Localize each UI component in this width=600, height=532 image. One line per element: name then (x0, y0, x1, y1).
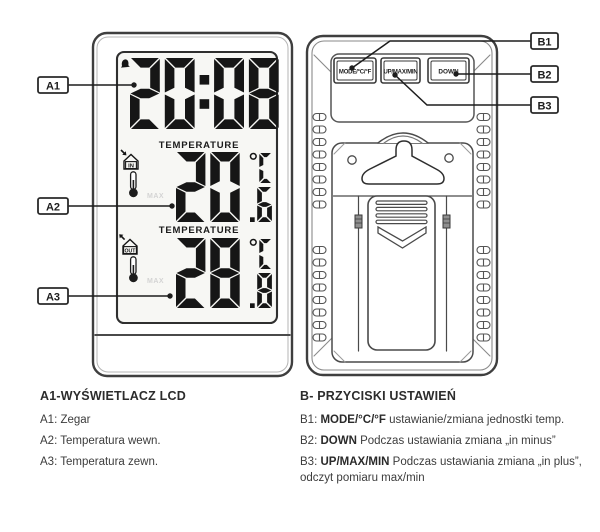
outdoor-temp-display (176, 238, 240, 308)
max-indicator-1: MAX (147, 193, 164, 200)
screw-hole-right (444, 153, 454, 163)
callout-b1: B1 (349, 32, 559, 71)
legend-item-a3: A3: Temperatura zewn. (40, 456, 159, 469)
outdoor-temp-unit (249, 238, 271, 269)
callout-a3: A3 (37, 287, 173, 305)
callout-b2-label: B2 (537, 70, 551, 82)
vent-slots (312, 112, 491, 342)
cover-latches (354, 214, 451, 229)
hanger-hole (361, 140, 445, 185)
screw-hole-left (347, 155, 357, 165)
legend-item-b1: B1: MODE/°C/°F ustawianie/zmiana jednost… (300, 414, 565, 426)
legend-item-b2: B2: DOWN Podczas ustawiania zmiana „in m… (300, 435, 556, 448)
in-icon: IN (120, 149, 139, 170)
clock-display (130, 58, 279, 129)
legend-lcd-heading: A1-WYŚWIETLACZ LCD (40, 389, 186, 403)
mode-button-label: MODE/°C/°F (339, 70, 372, 76)
callout-a1-label: A1 (46, 81, 60, 93)
callout-b1-label: B1 (537, 37, 551, 49)
legend-buttons-section: B- PRZYCISKI USTAWIEŃ B1: MODE/°C/°F ust… (300, 389, 591, 492)
thermometer-icon-1 (129, 171, 138, 198)
max-indicator-2: MAX (147, 278, 164, 285)
back-device: MODE/°C/°F UP/MAX/MIN DOWN (305, 34, 499, 377)
temperature-label-1: TEMPERATURE (159, 140, 239, 151)
legend-lcd-section: A1-WYŚWIETLACZ LCD A1: Zegar A2: Tempera… (40, 389, 290, 477)
callout-a3-label: A3 (46, 292, 60, 304)
thermometer-icon-2 (129, 256, 138, 283)
mode-button: MODE/°C/°F (333, 57, 377, 84)
callout-a2: A2 (37, 197, 175, 215)
down-button-label: DOWN (438, 69, 459, 76)
out-icon-label: OUT (125, 248, 137, 254)
plate-corner-ticks (333, 142, 472, 363)
indoor-temp-display (176, 152, 240, 222)
out-icon: OUT (119, 234, 138, 255)
alarm-bell-icon (121, 59, 130, 68)
hanger-hump-inner (383, 135, 423, 144)
callout-b3-label: B3 (537, 101, 551, 113)
up-max-min-button-label: UP/MAX/MIN (383, 70, 417, 76)
callout-a2-label: A2 (46, 202, 60, 214)
diagram-svg: TEMPERATURE IN MAX TEMPERATURE (37, 31, 559, 378)
legend-item-a1: A1: Zegar (40, 414, 91, 426)
legend-buttons-heading: B- PRZYCISKI USTAWIEŃ (300, 389, 457, 403)
outdoor-temp-decimal (250, 273, 272, 308)
indoor-temp-unit (249, 152, 271, 183)
callouts: A1 A2 A3 B1 B2 (37, 32, 559, 305)
down-button: DOWN (427, 57, 470, 84)
callout-a1: A1 (37, 76, 137, 94)
front-device: TEMPERATURE IN MAX TEMPERATURE (91, 31, 294, 378)
legend-item-a2: A2: Temperatura wewn. (40, 435, 161, 448)
up-max-min-button: UP/MAX/MIN (380, 57, 421, 84)
callout-b2: B2 (453, 65, 559, 83)
indoor-temp-decimal (250, 187, 272, 222)
battery-cover (367, 195, 436, 351)
hanger-hump-outer (377, 132, 429, 144)
cover-louvers (375, 200, 428, 225)
legend-item-b3: B3: UP/MAX/MIN Podczas ustawiania zmiana… (300, 456, 582, 484)
temperature-label-2: TEMPERATURE (159, 225, 239, 236)
cover-chevron (377, 225, 427, 249)
front-body-inner-line (96, 36, 289, 373)
callout-b3: B3 (392, 72, 559, 114)
in-icon-label: IN (128, 163, 134, 169)
